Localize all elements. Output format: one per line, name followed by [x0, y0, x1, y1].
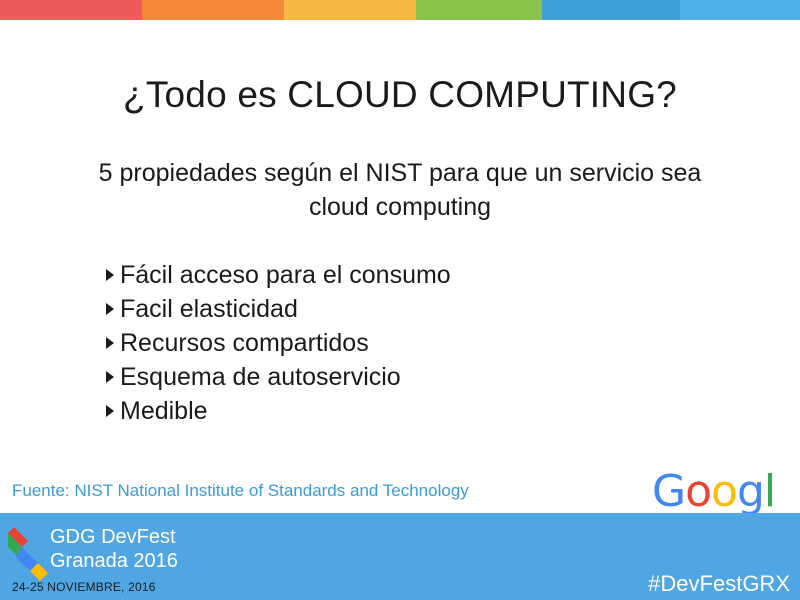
source-citation: Fuente: NIST National Institute of Stand… — [12, 481, 469, 500]
logo-letter: g — [736, 466, 765, 517]
triangle-right-icon — [106, 337, 114, 349]
slide-subtitle: 5 propiedades según el NIST para que un … — [40, 156, 760, 224]
top-color-bar — [0, 0, 800, 20]
logo-letter: o — [711, 466, 738, 517]
logo-letter: l — [763, 466, 776, 517]
logo-letter: G — [652, 466, 686, 517]
triangle-right-icon — [106, 269, 114, 281]
event-location: Granada 2016 — [50, 550, 178, 572]
bullet-item: Medible — [104, 394, 451, 428]
color-bar-segment — [0, 0, 142, 20]
color-bar-segment — [680, 0, 800, 20]
triangle-right-icon — [106, 303, 114, 315]
triangle-right-icon — [106, 371, 114, 383]
gdg-logo-icon — [8, 527, 48, 581]
bullet-item: Fácil acceso para el consumo — [104, 258, 451, 292]
event-name: GDG DevFest — [50, 526, 176, 548]
bullet-list: Fácil acceso para el consumo Facil elast… — [104, 258, 451, 428]
logo-letter: o — [685, 466, 712, 517]
subtitle-line-2: cloud computing — [308, 193, 492, 221]
event-hashtag: #DevFestGRX — [648, 571, 790, 596]
bullet-item: Facil elasticidad — [104, 292, 451, 326]
color-bar-segment — [142, 0, 284, 20]
bullet-item: Esquema de autoservicio — [104, 360, 451, 394]
footer-bar: GDG DevFest Granada 2016 24-25 NOVIEMBRE… — [0, 513, 800, 600]
subtitle-line-1: 5 propiedades según el NIST para que un … — [98, 159, 702, 187]
triangle-right-icon — [106, 405, 114, 417]
color-bar-segment — [284, 0, 416, 20]
color-bar-segment — [416, 0, 542, 20]
color-bar-segment — [542, 0, 680, 20]
event-date: 24-25 NOVIEMBRE, 2016 — [12, 580, 156, 594]
slide-title: ¿Todo es CLOUD COMPUTING? — [123, 74, 677, 115]
bullet-item: Recursos compartidos — [104, 326, 451, 360]
